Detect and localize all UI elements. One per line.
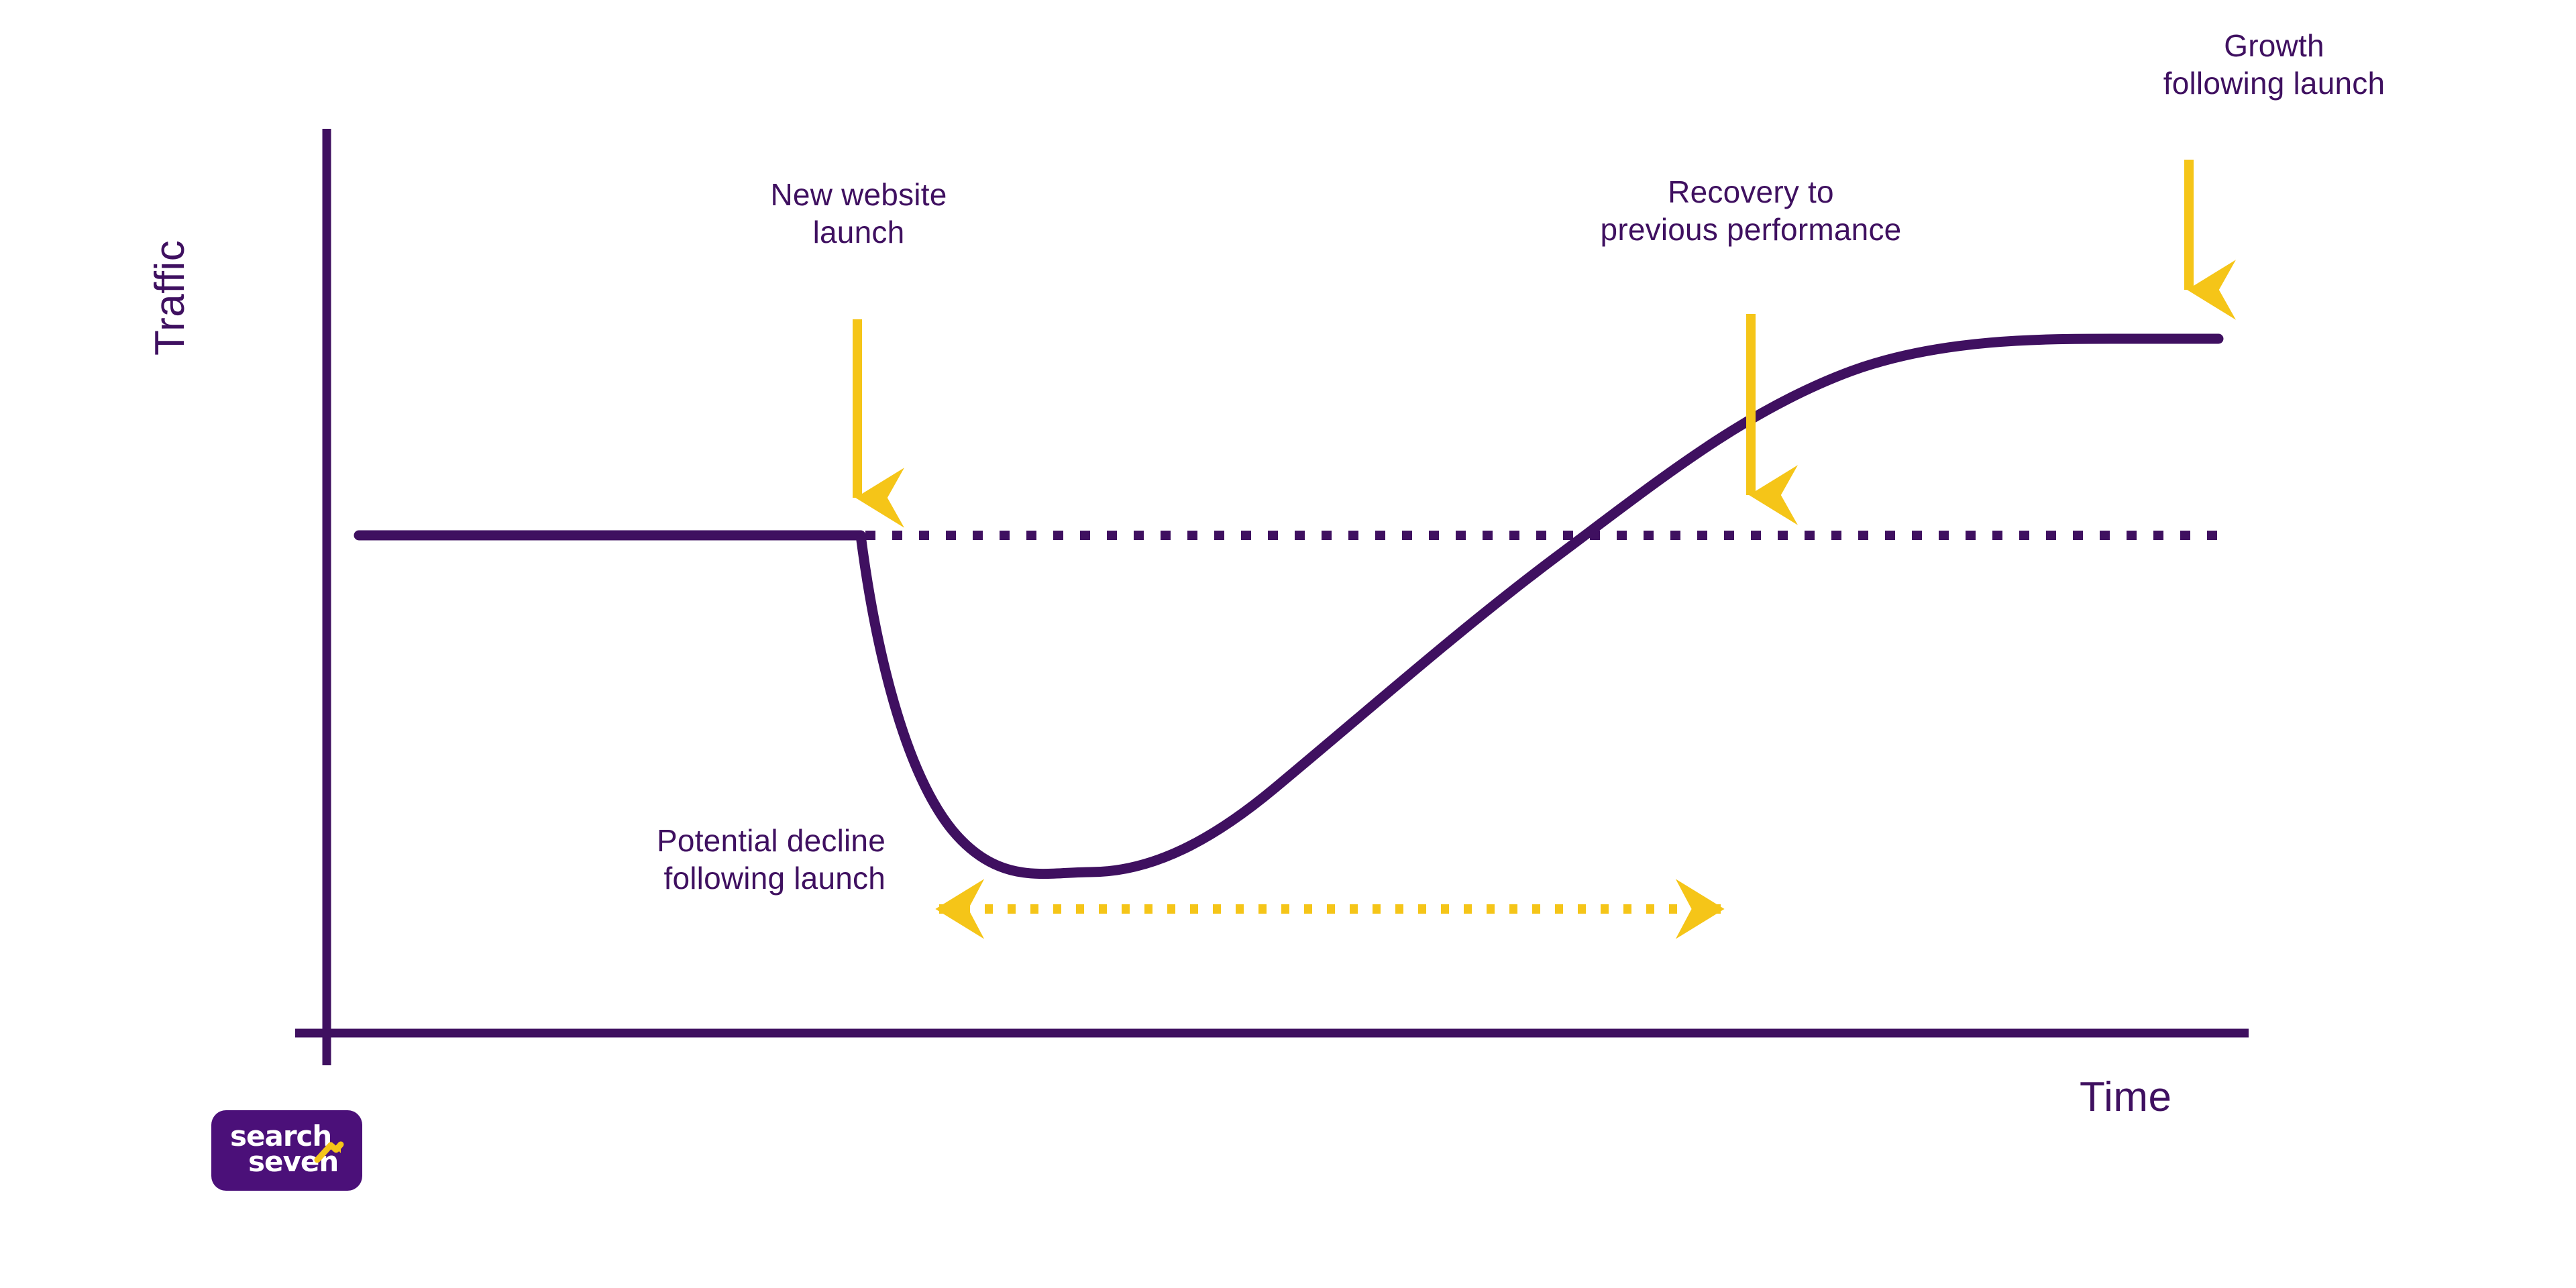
traffic-curve [354,333,2224,879]
arrow-check-mark-icon [314,1141,344,1163]
annotation-label-potential-decline: Potential decline following launch [657,823,885,896]
annotation-label-new-website-launch: New website launch [770,177,947,250]
annotation-label-recovery: Recovery to previous performance [1600,174,1902,248]
x-axis-label: Time [2080,1074,2172,1120]
y-axis-label: Traffic [147,239,193,356]
logo-wordmark-line-1: search [230,1120,332,1152]
logo-inner: search seven [211,1110,362,1191]
annotation-label-growth: Growth following launch [2163,28,2385,101]
search-seven-logo[interactable]: search seven [211,1110,362,1191]
axes [295,129,2249,1065]
